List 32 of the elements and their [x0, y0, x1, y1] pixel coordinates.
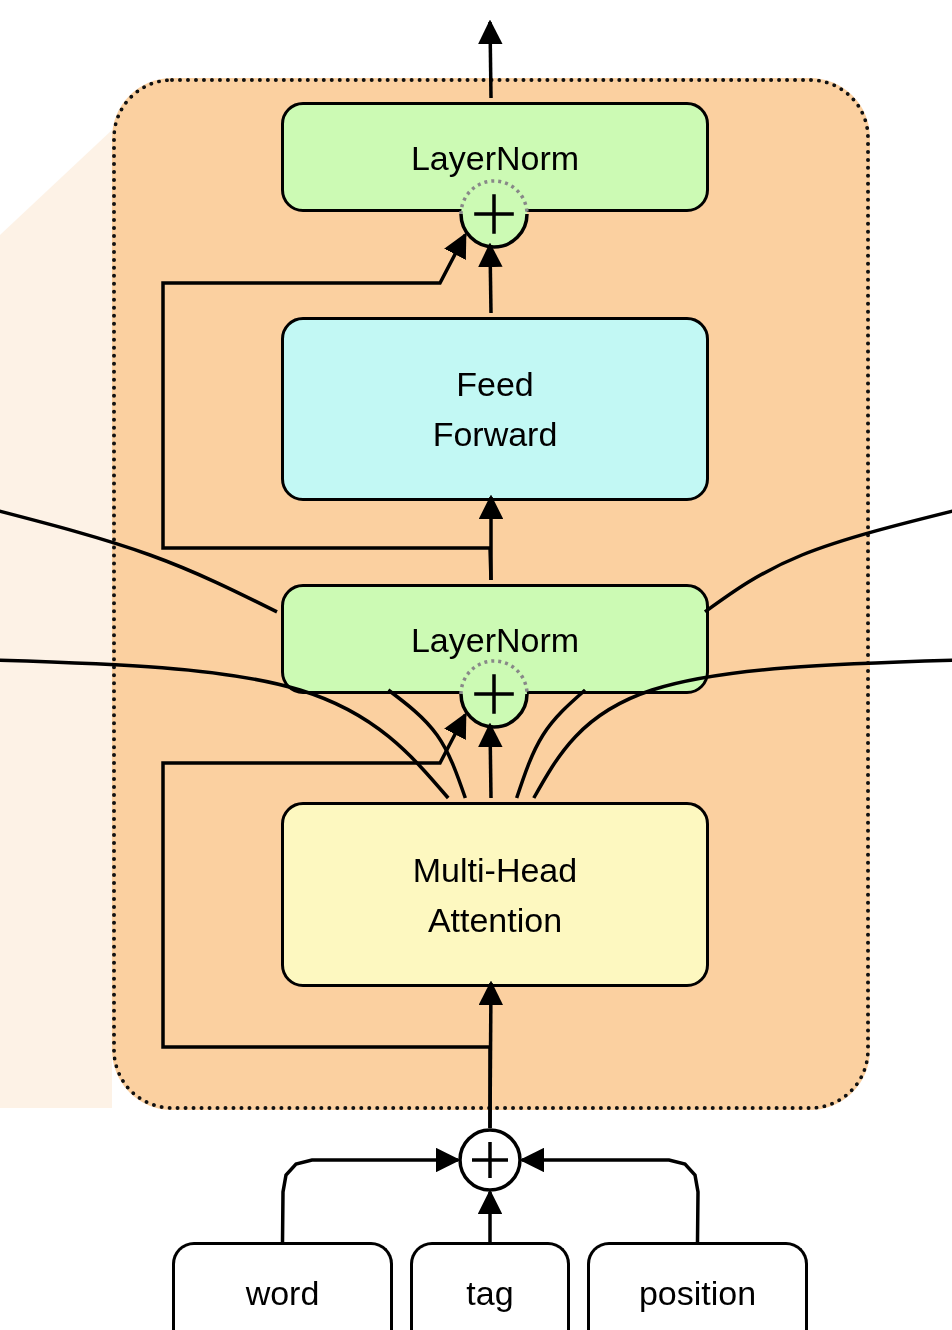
- arrow: [477, 1189, 503, 1242]
- node-label: LayerNorm: [409, 138, 581, 179]
- node-label: Feed Forward: [431, 364, 559, 455]
- connector-line: [703, 508, 952, 614]
- add-circle: [459, 659, 529, 729]
- node-label: Multi-Head Attention: [411, 849, 579, 941]
- connector-line: [0, 508, 278, 614]
- process-box: [281, 317, 709, 501]
- node-label: word: [244, 1272, 321, 1314]
- process-box: [410, 1242, 570, 1330]
- arrow: [519, 1147, 700, 1242]
- arrow: [478, 980, 504, 1128]
- arrow: [280, 1147, 461, 1242]
- arrow: [478, 242, 503, 314]
- process-box: [172, 1242, 393, 1330]
- connector-line: [387, 688, 467, 799]
- arrow: [478, 722, 503, 799]
- process-box: [281, 584, 709, 694]
- add-circle: [459, 179, 529, 249]
- connector-line: [0, 658, 450, 800]
- add-circle: [458, 1128, 522, 1192]
- connector-line: [532, 658, 952, 799]
- encoder-block: [112, 78, 870, 1110]
- process-box: [587, 1242, 808, 1330]
- arrow: [478, 19, 503, 99]
- process-box: [281, 102, 709, 212]
- connector-line: [515, 688, 587, 799]
- node-label: tag: [465, 1272, 515, 1314]
- process-box: [281, 802, 709, 987]
- arrow: [161, 232, 493, 581]
- node-label: position: [637, 1272, 758, 1314]
- node-label: LayerNorm: [409, 620, 581, 661]
